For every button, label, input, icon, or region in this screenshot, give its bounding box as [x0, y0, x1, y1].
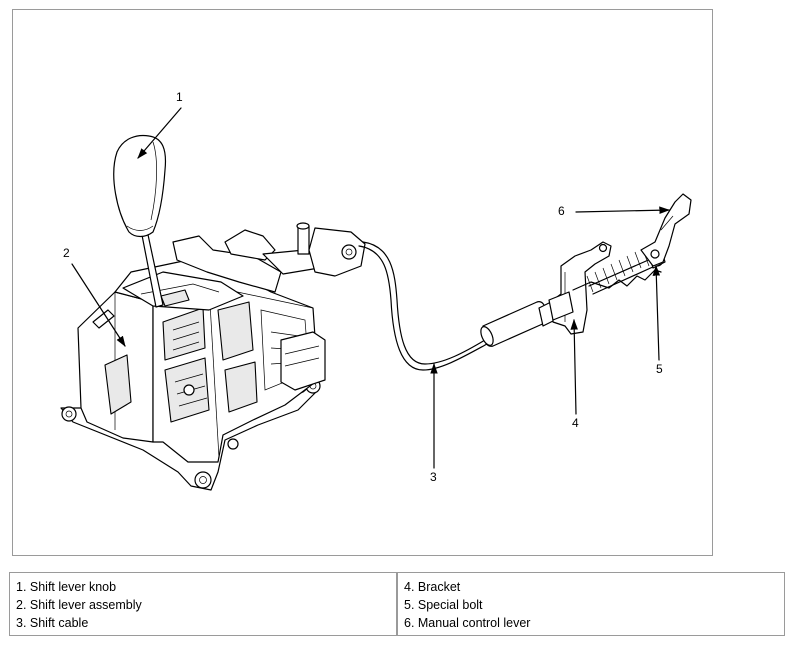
manual-control-lever: [640, 193, 692, 267]
legend-item: 6. Manual control lever: [404, 616, 531, 630]
shift-mechanism-drawing: [60, 107, 692, 491]
legend-item: 4. Bracket: [404, 580, 461, 594]
diagram-figure: 1 2 3 4 5 6: [12, 9, 713, 556]
legend-item: 1. Shift lever knob: [16, 580, 117, 594]
bracket: [548, 241, 612, 335]
legend-item: 5. Special bolt: [404, 598, 483, 612]
callout-6: 6: [558, 204, 565, 218]
legend-item: 2. Shift lever assembly: [16, 598, 142, 612]
callout-4: 4: [572, 416, 579, 430]
callout-2: 2: [63, 246, 70, 260]
shift-lever-assembly: [60, 222, 366, 491]
shift-cable: [358, 241, 560, 371]
legend-column-right: 4. Bracket 5. Special bolt 6. Manual con…: [396, 573, 784, 635]
parts-legend-table: 1. Shift lever knob 2. Shift lever assem…: [9, 572, 785, 636]
shift-lever-knob: [113, 134, 167, 308]
callout-1: 1: [176, 90, 183, 104]
legend-column-left: 1. Shift lever knob 2. Shift lever assem…: [10, 573, 396, 635]
legend-item: 3. Shift cable: [16, 616, 89, 630]
leader-lines: [71, 107, 671, 469]
callout-5: 5: [656, 362, 663, 376]
callout-3: 3: [430, 470, 437, 484]
